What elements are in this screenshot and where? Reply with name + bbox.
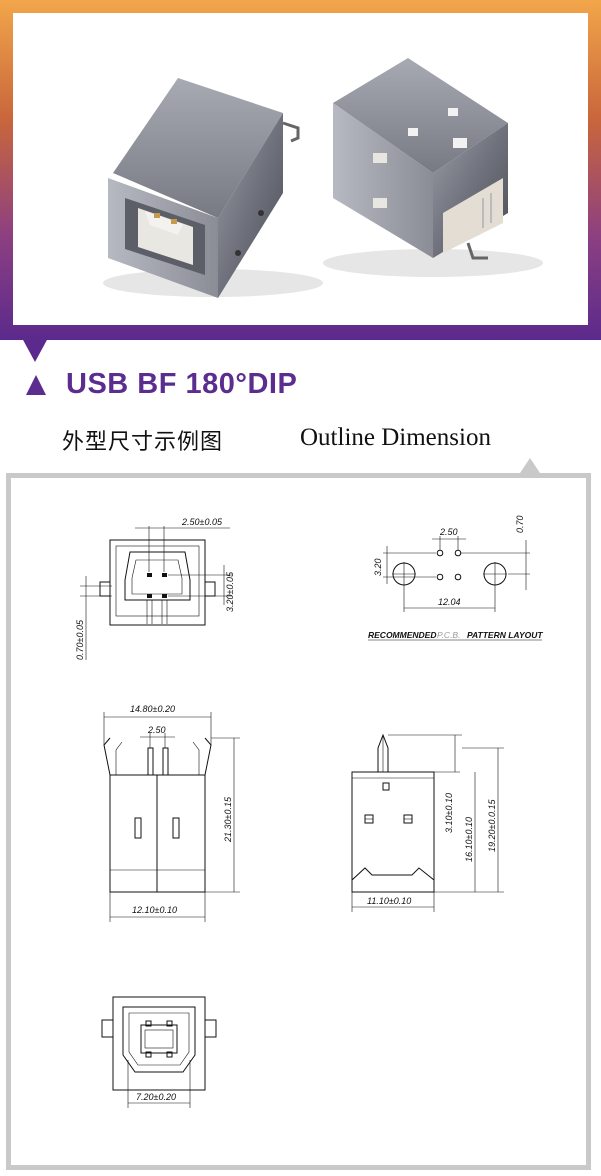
pcb-caption-suffix: PATTERN LAYOUT: [467, 630, 543, 640]
dim-pcb-row-spacing: 3.20: [373, 558, 383, 576]
triangle-icon: [26, 375, 46, 395]
front-view-drawing: 2.50±0.05 3.20±0.05 0.70±0.05: [75, 517, 235, 660]
dim-side-pin-length: 3.10±0.10: [444, 793, 454, 833]
dim-top-pin-pitch: 2.50: [147, 725, 166, 735]
connector-front-photo: [103, 78, 323, 298]
side-view-drawing: 3.10±0.10 16.10±0.10 19.20±0.0.15 11.10±…: [351, 733, 504, 912]
subtitle-english: Outline Dimension: [300, 424, 491, 451]
dim-top-body-width: 12.10±0.10: [132, 905, 177, 915]
top-view-drawing: 14.80±0.20 2.50 21.30±0.15 12.10±0.10: [103, 704, 240, 922]
dim-front-pin-pitch: 2.50±0.05: [181, 517, 223, 527]
dim-top-width: 14.80±0.20: [130, 704, 175, 714]
dim-pcb-peg-spacing: 12.04: [438, 597, 461, 607]
dim-pcb-offset: 0.70: [515, 515, 525, 533]
bottom-view-drawing: 7.20±0.20: [101, 996, 217, 1108]
pcb-layout-drawing: 2.50 3.20 12.04 0.70 RECOMMENDED P.C.B. …: [368, 515, 543, 641]
dim-front-side-tab: 0.70±0.05: [75, 619, 85, 660]
dim-side-depth: 11.10±0.10: [367, 896, 411, 906]
subtitle-chinese: 外型尺寸示例图: [62, 430, 224, 455]
pcb-caption-pcb: P.C.B.: [437, 630, 460, 640]
dim-pcb-pin-pitch: 2.50: [439, 527, 458, 537]
dim-side-total-length: 19.20±0.0.15: [487, 799, 497, 852]
product-photo: [13, 13, 588, 325]
connector-rear-photo: [323, 58, 543, 277]
pcb-caption-prefix: RECOMMENDED: [368, 630, 436, 640]
tab-pointer: [520, 458, 540, 473]
dim-top-height: 21.30±0.15: [223, 796, 233, 843]
dim-bottom-opening: 7.20±0.20: [136, 1092, 176, 1102]
dim-front-pin-vertical: 3.20±0.05: [225, 571, 235, 612]
dimension-drawing-frame: [6, 473, 591, 1170]
dim-side-body-length: 16.10±0.10: [464, 817, 474, 862]
product-title: USB BF 180°DIP: [66, 368, 298, 400]
